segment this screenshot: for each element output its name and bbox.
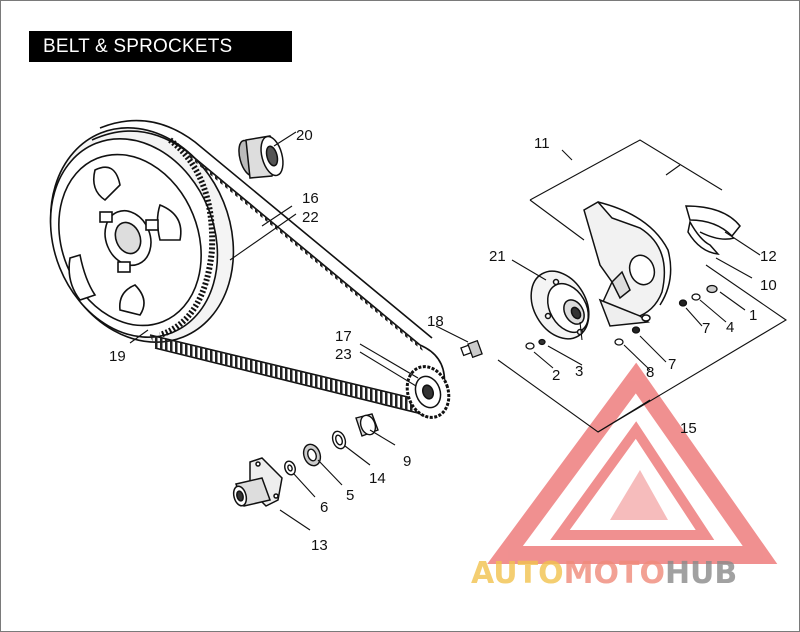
- pulley-flange: [530, 270, 590, 340]
- label-20: 20: [296, 127, 313, 144]
- label-23: 23: [335, 346, 352, 363]
- label-17: 17: [335, 328, 352, 345]
- small-fasteners: [525, 284, 718, 350]
- bearing: [238, 135, 284, 179]
- flange-hub: [232, 457, 283, 507]
- label-10: 10: [760, 277, 777, 294]
- label-6: 6: [320, 499, 328, 516]
- label-1: 1: [749, 307, 757, 324]
- part-labels: 1 2 3 4 5 6 7 7 8 9 10 11 12 13 14 15 16…: [109, 127, 777, 554]
- label-16: 16: [302, 190, 319, 207]
- label-15: 15: [680, 420, 697, 437]
- belt-guard: [583, 201, 672, 327]
- spacer-stack: [284, 413, 379, 476]
- label-2: 2: [552, 367, 560, 384]
- drive-belt: [91, 119, 446, 417]
- label-19: 19: [109, 348, 126, 365]
- label-18: 18: [427, 313, 444, 330]
- label-8: 8: [646, 364, 654, 381]
- label-4: 4: [726, 319, 734, 336]
- leader-lines: [129, 131, 788, 531]
- label-9: 9: [403, 453, 411, 470]
- label-11: 11: [534, 135, 550, 152]
- clip-plate: [685, 205, 741, 255]
- watermark-moto: MOTO: [564, 556, 665, 591]
- front-sprocket: [405, 365, 451, 419]
- svg-text:AUTOMOTOHUB: AUTOMOTOHUB: [471, 556, 737, 591]
- watermark-logo: [487, 362, 778, 564]
- label-14: 14: [369, 470, 386, 487]
- page-title: BELT & SPROCKETS: [29, 31, 292, 62]
- label-5: 5: [346, 487, 354, 504]
- label-12: 12: [760, 248, 777, 265]
- label-7a: 7: [702, 320, 710, 337]
- watermark-text: AUTOMOTOHUB: [471, 556, 737, 591]
- rear-sprocket: [49, 127, 235, 343]
- bolt: [460, 339, 483, 359]
- label-22: 22: [302, 209, 319, 226]
- label-3: 3: [575, 363, 583, 380]
- label-7b: 7: [668, 356, 676, 373]
- label-13: 13: [311, 537, 328, 554]
- label-21: 21: [489, 248, 506, 265]
- watermark-hub: HUB: [665, 556, 737, 591]
- watermark-auto: AUTO: [471, 556, 564, 591]
